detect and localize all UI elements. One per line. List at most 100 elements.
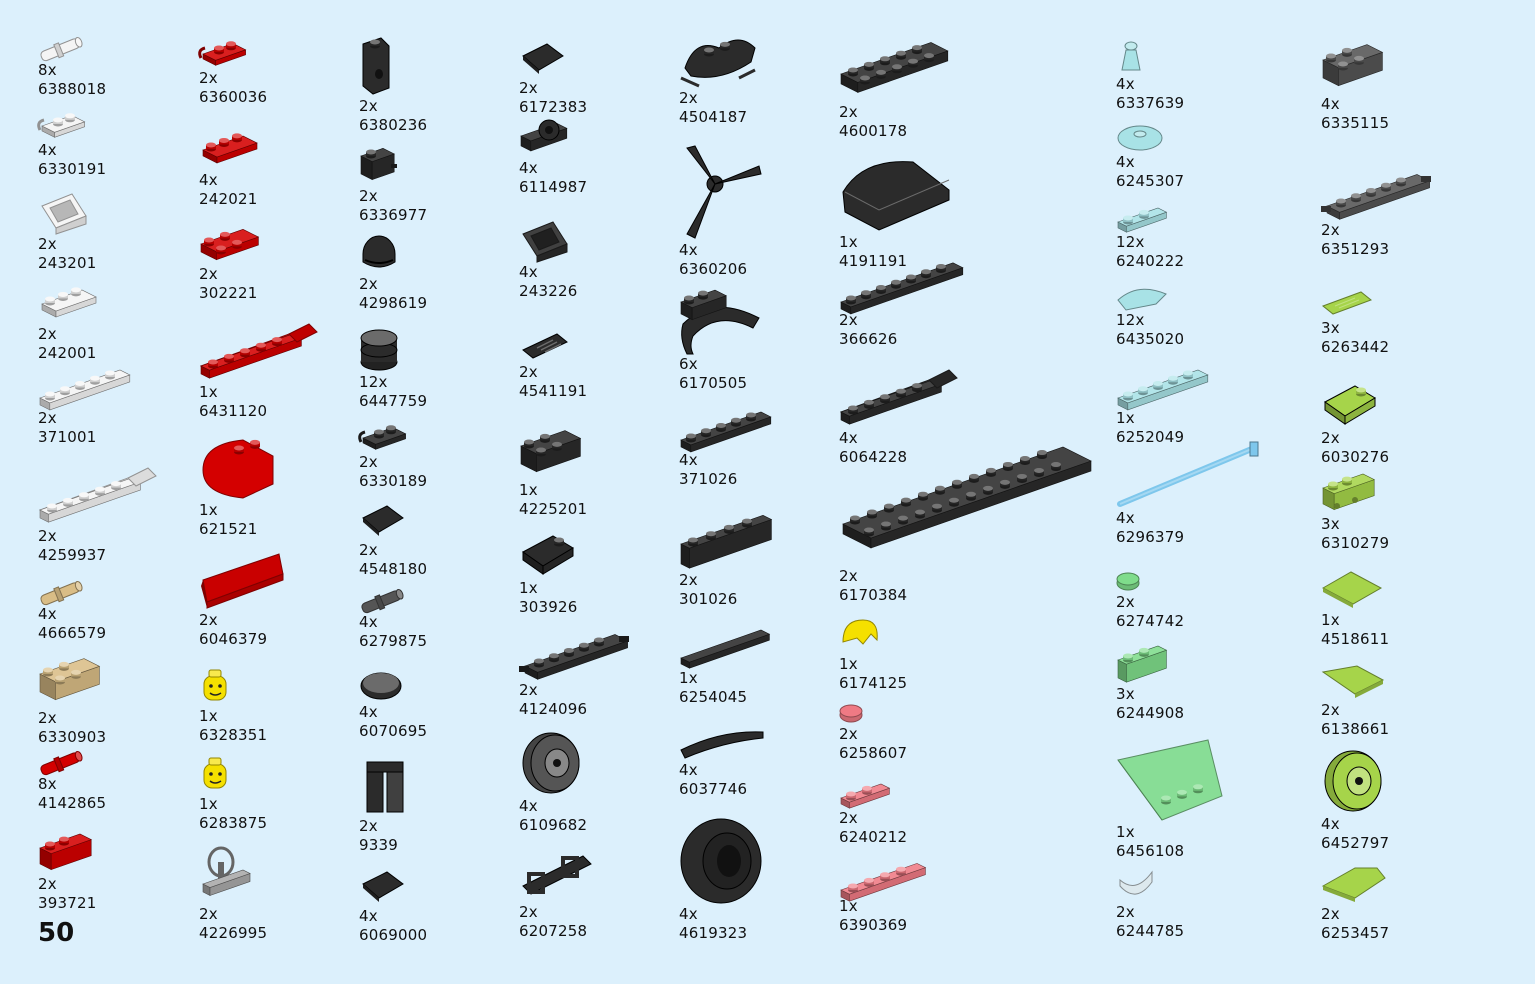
part-quantity: 4x	[38, 605, 57, 623]
page-number: 50	[38, 918, 75, 948]
part-quantity: 2x	[519, 363, 538, 381]
part-element-id: 6172383	[519, 98, 588, 116]
tile-slope-icon	[359, 500, 427, 540]
part-quantity: 1x	[839, 897, 858, 915]
hair-icon	[839, 618, 907, 654]
part-quantity: 2x	[1321, 701, 1340, 719]
brick-2x2-icon	[519, 424, 587, 480]
tile-slope-icon	[519, 38, 587, 78]
part-quantity: 4x	[679, 451, 698, 469]
part-element-id: 4541191	[519, 382, 588, 400]
slope-window-icon	[519, 216, 577, 263]
propeller-icon	[679, 145, 763, 240]
inverted-bracket-icon	[199, 318, 319, 382]
part-quantity: 4x	[519, 159, 538, 177]
part-quantity: 1x	[1116, 823, 1135, 841]
part-element-id: 4226995	[199, 924, 268, 942]
part-element-id: 6109682	[519, 816, 588, 834]
part-element-id: 4548180	[359, 560, 428, 578]
part-element-id: 6274742	[1116, 612, 1185, 630]
curved-slope-large-icon	[839, 158, 953, 232]
part-quantity: 4x	[1321, 815, 1340, 833]
part-element-id: 366626	[839, 330, 898, 348]
part-quantity: 2x	[839, 725, 858, 743]
part-element-id: 371026	[679, 470, 738, 488]
tyre-icon	[679, 818, 767, 904]
part-element-id: 6253457	[1321, 924, 1390, 942]
wheel-rim-icon	[1321, 748, 1389, 814]
part-element-id: 6335115	[1321, 114, 1390, 132]
part-element-id: 6170384	[839, 586, 908, 604]
pin-icon	[359, 588, 427, 614]
plate-1x2-icon	[839, 778, 907, 809]
part-quantity: 2x	[1116, 593, 1135, 611]
clip-plate-icon	[198, 38, 267, 68]
cone-icon	[1116, 38, 1184, 74]
part-quantity: 12x	[359, 373, 388, 391]
part-element-id: 6283875	[199, 814, 268, 832]
clip-plate-icon	[358, 422, 427, 452]
minifig-legs-icon	[359, 758, 411, 816]
minifig-head-icon	[199, 756, 267, 794]
part-element-id: 6245307	[1116, 172, 1185, 190]
corner-plate-icon	[199, 130, 263, 170]
visor-icon	[1116, 870, 1184, 902]
slope-brick-icon	[1321, 372, 1389, 428]
part-element-id: 4619323	[679, 924, 748, 942]
part-element-id: 6310279	[1321, 534, 1390, 552]
part-element-id: 6263442	[1321, 338, 1390, 356]
part-quantity: 2x	[199, 905, 218, 923]
part-element-id: 6452797	[1321, 834, 1390, 852]
part-quantity: 2x	[359, 97, 378, 115]
part-element-id: 6070695	[359, 722, 428, 740]
part-quantity: 4x	[1321, 95, 1340, 113]
part-quantity: 2x	[1321, 429, 1340, 447]
steering-stand-icon	[199, 846, 267, 904]
part-quantity: 4x	[38, 141, 57, 159]
part-quantity: 2x	[38, 875, 57, 893]
wedge-icon	[359, 866, 427, 906]
part-quantity: 4x	[199, 171, 218, 189]
part-quantity: 2x	[38, 409, 57, 427]
brick-modified-icon	[1321, 38, 1389, 94]
part-element-id: 6207258	[519, 922, 588, 940]
